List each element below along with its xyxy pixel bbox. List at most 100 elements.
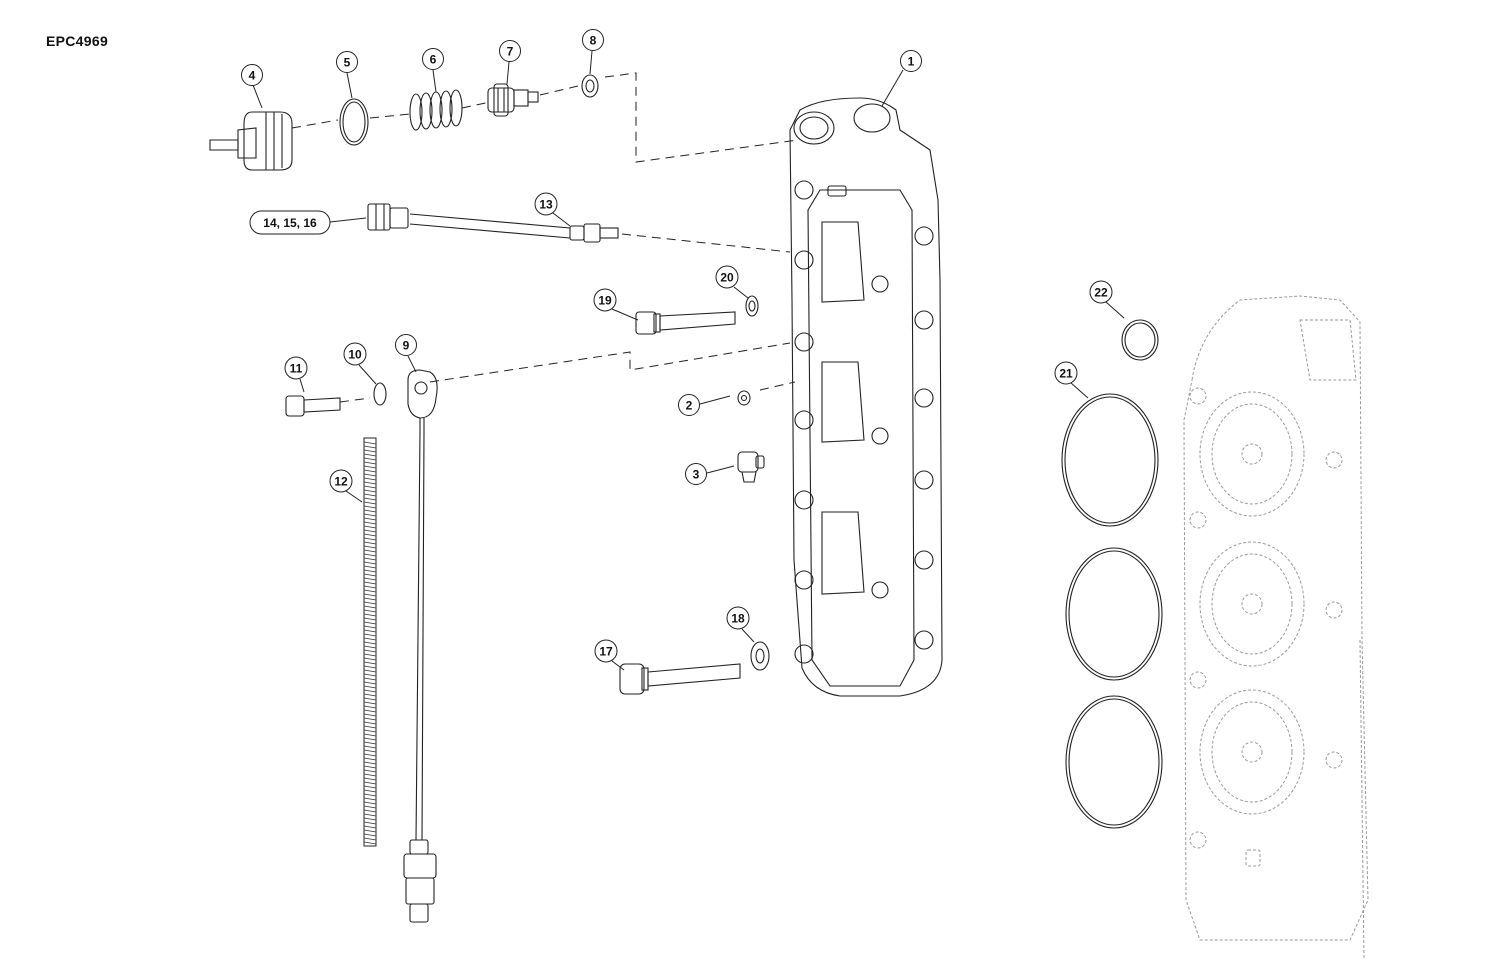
sleeve-rib: [363, 573, 377, 577]
callout-2: 2: [678, 394, 731, 416]
sleeve-rib: [363, 673, 377, 677]
callout-17: 17: [594, 639, 625, 671]
callout-3: 3: [685, 463, 735, 485]
callout-4: 4: [241, 64, 263, 109]
sleeve-rib: [363, 465, 377, 469]
part-2-plug: [737, 390, 751, 406]
sleeve-rib: [363, 677, 377, 681]
sleeve-rib: [363, 557, 377, 561]
sleeve-rib: [363, 449, 377, 453]
sleeve-rib: [363, 533, 377, 537]
sleeve-rib: [363, 577, 377, 581]
sleeve-rib: [363, 737, 377, 741]
sleeve-rib: [363, 833, 377, 837]
callout-12: 12: [329, 469, 363, 503]
svg-text:18: 18: [731, 612, 745, 626]
sleeve-rib: [363, 793, 377, 797]
part-14-connector: [367, 203, 409, 231]
part-20-washer: [745, 295, 759, 317]
callout-20: 20: [715, 265, 749, 299]
part-5-o-ring: [339, 98, 369, 146]
sleeve-rib: [363, 445, 377, 449]
sleeve-rib: [363, 741, 377, 745]
sleeve-rib: [363, 473, 377, 477]
svg-text:7: 7: [507, 45, 514, 59]
sleeve-rib: [363, 633, 377, 637]
sleeve-rib: [363, 649, 377, 653]
callout-6: 6: [422, 48, 444, 93]
sleeve-rib: [363, 541, 377, 545]
sleeve-rib: [363, 441, 377, 445]
part-6-spring: [409, 89, 463, 131]
sleeve-rib: [363, 753, 377, 757]
sleeve-rib: [363, 705, 377, 709]
sleeve-rib: [363, 641, 377, 645]
sleeve-rib: [363, 825, 377, 829]
sleeve-rib: [363, 617, 377, 621]
sleeve-rib: [363, 513, 377, 517]
sleeve-rib: [363, 609, 377, 613]
sleeve-rib: [363, 521, 377, 525]
callout-10: 10: [343, 342, 377, 385]
sleeve-rib: [363, 561, 377, 565]
sleeve-rib: [363, 637, 377, 641]
sleeve-rib: [363, 597, 377, 601]
sleeve-rib: [363, 717, 377, 721]
sleeve-rib: [363, 777, 377, 781]
sleeve-rib: [363, 485, 377, 489]
sleeve-rib: [363, 605, 377, 609]
figure-id: EPC4969: [46, 33, 109, 49]
part-7-thermostat: [487, 83, 539, 117]
svg-text:17: 17: [599, 645, 613, 659]
callout-14-15-16: 14, 15, 16: [249, 210, 367, 235]
sleeve-rib: [363, 821, 377, 825]
sleeve-rib: [363, 841, 377, 845]
svg-text:1: 1: [908, 55, 915, 69]
sleeve-rib: [363, 769, 377, 773]
sleeve-rib: [363, 829, 377, 833]
sleeve-rib: [363, 669, 377, 673]
sleeve-rib: [363, 681, 377, 685]
sleeve-rib: [363, 805, 377, 809]
part-10-washer: [373, 382, 387, 406]
sleeve-rib: [363, 665, 377, 669]
sleeve-rib: [363, 481, 377, 485]
sleeve-rib: [363, 581, 377, 585]
sleeve-rib: [363, 565, 377, 569]
svg-text:19: 19: [598, 294, 612, 308]
sleeve-rib: [363, 761, 377, 765]
part-22-o-ring: [1121, 319, 1159, 361]
part-22-o-ring-inner: [1124, 322, 1156, 358]
sleeve-rib: [363, 517, 377, 521]
sleeve-rib: [363, 765, 377, 769]
sleeve-rib: [363, 553, 377, 557]
callout-21: 21: [1054, 361, 1089, 399]
svg-text:5: 5: [344, 56, 351, 70]
sleeve-rib: [363, 505, 377, 509]
part-11-bolt: [285, 395, 341, 417]
sleeve-rib: [363, 661, 377, 665]
callout-19: 19: [593, 288, 639, 321]
sleeve-rib: [363, 529, 377, 533]
svg-text:14, 15, 16: 14, 15, 16: [263, 216, 317, 230]
svg-text:3: 3: [693, 468, 700, 482]
svg-text:21: 21: [1059, 367, 1073, 381]
sleeve-rib: [363, 781, 377, 785]
sleeve-rib: [363, 549, 377, 553]
svg-text:20: 20: [720, 271, 734, 285]
sleeve-rib: [363, 497, 377, 501]
sleeve-rib: [363, 621, 377, 625]
sleeve-rib: [363, 733, 377, 737]
part-17-bolt: [619, 663, 741, 695]
sleeve-rib: [363, 785, 377, 789]
sleeve-rib: [363, 453, 377, 457]
svg-text:12: 12: [334, 475, 348, 489]
callout-1: 1: [881, 50, 922, 107]
callout-11: 11: [284, 356, 308, 393]
svg-text:10: 10: [348, 348, 362, 362]
callout-18: 18: [726, 606, 755, 643]
sleeve-rib: [363, 721, 377, 725]
part-5-o-ring-inner: [342, 101, 366, 143]
reference-cylinder-block: [1183, 295, 1369, 961]
